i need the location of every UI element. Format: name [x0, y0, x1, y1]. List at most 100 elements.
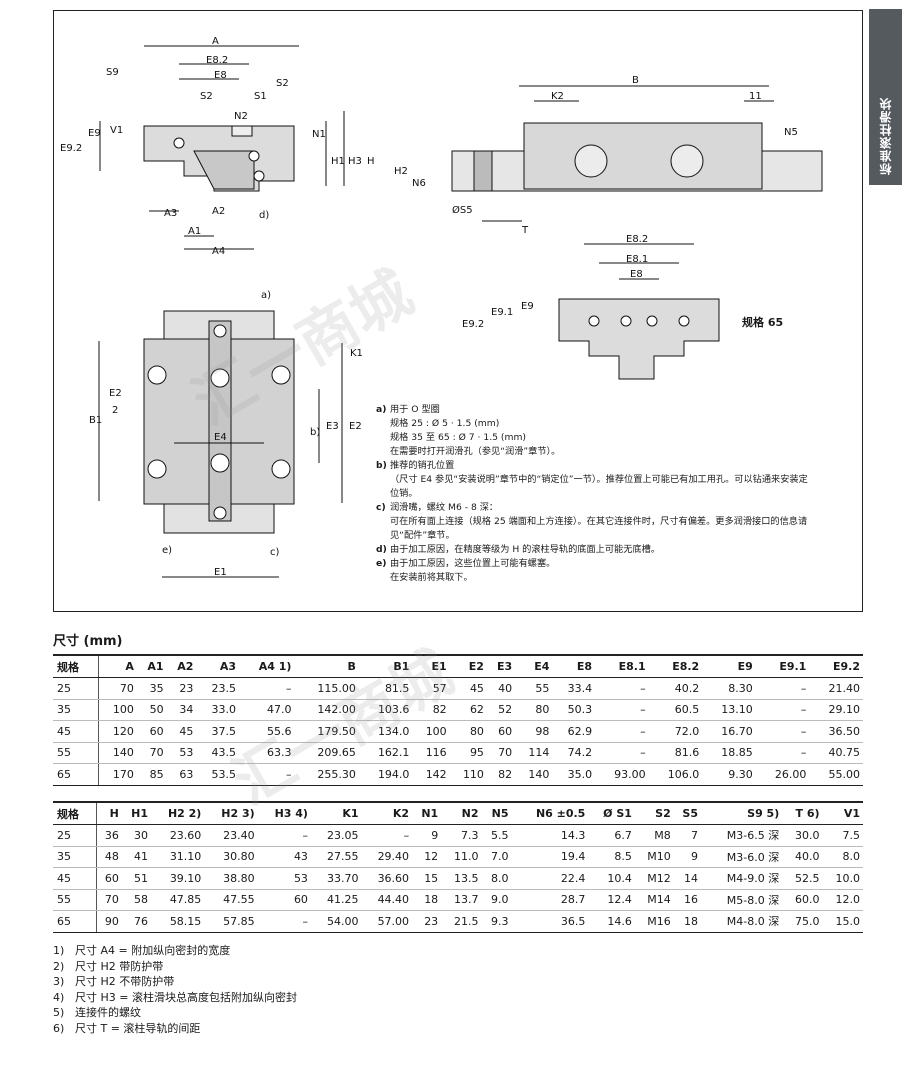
table-cell: 45	[53, 867, 97, 890]
column-header: 规格	[53, 801, 97, 825]
label-e3: E3	[326, 421, 339, 432]
label-s9: S9	[106, 67, 119, 78]
footnotes: 1)尺寸 A4 = 附加纵向密封的宽度 2)尺寸 H2 带防护带 3)尺寸 H2…	[53, 943, 297, 1036]
table-cell: 8.5	[588, 846, 635, 868]
table-cell: 36.60	[361, 867, 413, 890]
table-cell: 142.00	[294, 699, 359, 721]
label-h1: H1	[331, 156, 345, 167]
label-e2-half: E2	[109, 388, 122, 399]
label-s2-front: S2	[200, 91, 213, 102]
table-cell: 55	[53, 889, 97, 911]
table-cell: 47.55	[204, 889, 258, 911]
label-e8: E8	[214, 70, 227, 81]
note-line: 见“配件”章节。	[390, 530, 455, 541]
table-cell: 7.3	[441, 824, 482, 847]
note-line: （尺寸 E4 参见“安装说明”章节中的“销定位”一节）。推荐位置上可能已有加工用…	[390, 474, 808, 485]
label-n5: N5	[784, 127, 798, 138]
table-cell: 82	[486, 763, 516, 786]
table-cell: 12.0	[822, 889, 863, 911]
table-cell: 35	[53, 699, 100, 721]
note-line: 用于 O 型圈	[390, 404, 440, 415]
footnote-key: 2)	[53, 959, 65, 973]
footnote-text: 尺寸 H3 = 滚柱滑块总高度包括附加纵向密封	[75, 990, 297, 1004]
table-cell: –	[755, 742, 810, 764]
column-header: S5	[673, 801, 701, 825]
table-cell: –	[361, 824, 413, 847]
table-cell: –	[595, 742, 649, 764]
table-cell: 43	[257, 846, 311, 868]
table-cell: 30.0	[782, 824, 823, 847]
table-cell: 13.7	[441, 889, 482, 911]
label-e92: E9.2	[60, 143, 82, 154]
label-s5: ØS5	[452, 204, 473, 216]
table-cell: 58.15	[151, 910, 205, 933]
column-header: K2	[361, 801, 413, 825]
column-header: H3 4)	[257, 801, 311, 825]
footnote-text: 尺寸 A4 = 附加纵向密封的宽度	[75, 944, 231, 957]
table-cell: 115.00	[294, 677, 359, 700]
table-cell: 55	[53, 742, 100, 764]
column-header: E9.1	[755, 654, 810, 678]
table-cell: M3-6.5 深	[700, 824, 783, 847]
table-cell: 74.2	[552, 742, 596, 764]
footnote: 1)尺寸 A4 = 附加纵向密封的宽度	[53, 943, 297, 959]
table-cell: 35	[53, 846, 97, 868]
table-cell: 81.5	[358, 677, 413, 700]
footnote-key: 3)	[53, 975, 65, 988]
table-cell: 29.10	[809, 699, 863, 721]
table-cell: –	[239, 677, 295, 700]
top-view	[98, 310, 343, 578]
table-cell: 26.00	[755, 763, 810, 786]
column-header: E8	[552, 654, 596, 678]
table-cell: 65	[53, 910, 97, 933]
column-header: 规格	[53, 654, 100, 678]
table-cell: 70	[98, 677, 137, 700]
table-cell: M5-8.0 深	[700, 889, 783, 911]
table-cell: 57.00	[361, 910, 413, 933]
table-cell: 34	[166, 699, 197, 721]
table-cell: M8	[634, 824, 674, 847]
footnote-text: 尺寸 H2 不带防护带	[75, 975, 175, 988]
table-cell: 6.7	[588, 824, 635, 847]
table-cell: –	[595, 720, 649, 743]
table-cell: 23.5	[196, 677, 240, 700]
table-cell: 98	[515, 720, 553, 743]
table-cell: 70	[486, 742, 516, 764]
table-cell: –	[595, 677, 649, 700]
table-cell: 37.5	[196, 720, 240, 743]
label-h2: H2	[394, 166, 408, 177]
table-cell: 41.25	[310, 889, 362, 911]
footnote-key: 6)	[53, 1021, 65, 1035]
column-header: N1	[412, 801, 442, 825]
table-cell: 76	[121, 910, 151, 933]
side-tab[interactable]: 标准滚柱滑块	[869, 9, 902, 185]
label-s1: S1	[254, 91, 267, 102]
column-header: E2	[449, 654, 487, 678]
column-header: A4 1)	[239, 654, 295, 678]
table-cell: 57.85	[204, 910, 258, 933]
table-cell: 8.30	[702, 677, 756, 700]
table-cell: 54.00	[310, 910, 362, 933]
table-cell: 50.3	[552, 699, 596, 721]
table-cell: –	[595, 699, 649, 721]
note-key: a)	[376, 404, 387, 415]
label-s2b: S2	[276, 78, 289, 89]
label-e2: E2	[349, 421, 362, 432]
table-cell: 21.40	[809, 677, 863, 700]
label-e82: E8.2	[206, 55, 228, 66]
table-cell: 12.4	[588, 889, 635, 911]
table-cell: 140	[515, 763, 553, 786]
table-cell: 120	[98, 720, 137, 743]
column-header: A3	[196, 654, 240, 678]
table-cell: 23	[412, 910, 442, 933]
label-a1: A1	[188, 226, 201, 237]
table-cell: 170	[98, 763, 137, 786]
note-c: c) 润滑嘴，螺纹 M6 - 8 深： 可在所有面上连接（规格 25 端面和上方…	[376, 501, 856, 543]
footnote-key: 5)	[53, 1006, 65, 1019]
table-cell: 194.0	[358, 763, 413, 786]
table-cell: 14	[673, 867, 701, 890]
